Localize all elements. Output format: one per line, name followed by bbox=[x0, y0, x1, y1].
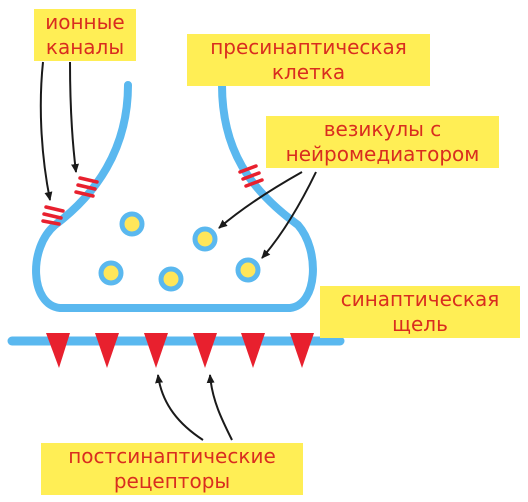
arrow-vesicle-lower bbox=[261, 171, 317, 259]
presynaptic-membrane bbox=[32, 81, 317, 312]
receptor bbox=[241, 333, 265, 368]
receptor bbox=[144, 333, 168, 368]
label-presynaptic-cell: пресинаптическая клетка bbox=[187, 34, 430, 86]
vesicle bbox=[235, 257, 261, 283]
label-postsynaptic-receptors: постсинаптические рецепторы bbox=[41, 443, 303, 495]
vesicles bbox=[98, 211, 261, 292]
vesicle bbox=[192, 226, 218, 252]
arrow-ion-channel-left bbox=[39, 61, 53, 201]
arrow-receptor-left bbox=[155, 374, 204, 441]
vesicle bbox=[158, 266, 184, 292]
arrow-vesicle-upper bbox=[218, 171, 303, 229]
receptor bbox=[46, 333, 70, 368]
receptor bbox=[95, 333, 119, 368]
label-ion-channels: ионные каналы bbox=[34, 9, 136, 61]
ion-channel-1 bbox=[74, 176, 99, 198]
receptor bbox=[193, 333, 217, 368]
label-synaptic-cleft: синаптическая щель bbox=[320, 286, 520, 338]
arrow-receptor-right bbox=[206, 374, 233, 441]
label-vesicles: везикулы с нейромедиатором bbox=[266, 116, 499, 168]
receptors bbox=[46, 333, 314, 368]
ion-channel-2 bbox=[41, 205, 65, 226]
receptor bbox=[290, 333, 314, 368]
vesicle bbox=[98, 260, 124, 286]
ion-channel-3 bbox=[238, 164, 264, 188]
vesicle bbox=[119, 211, 145, 237]
arrow-ion-channel-right bbox=[69, 61, 79, 173]
